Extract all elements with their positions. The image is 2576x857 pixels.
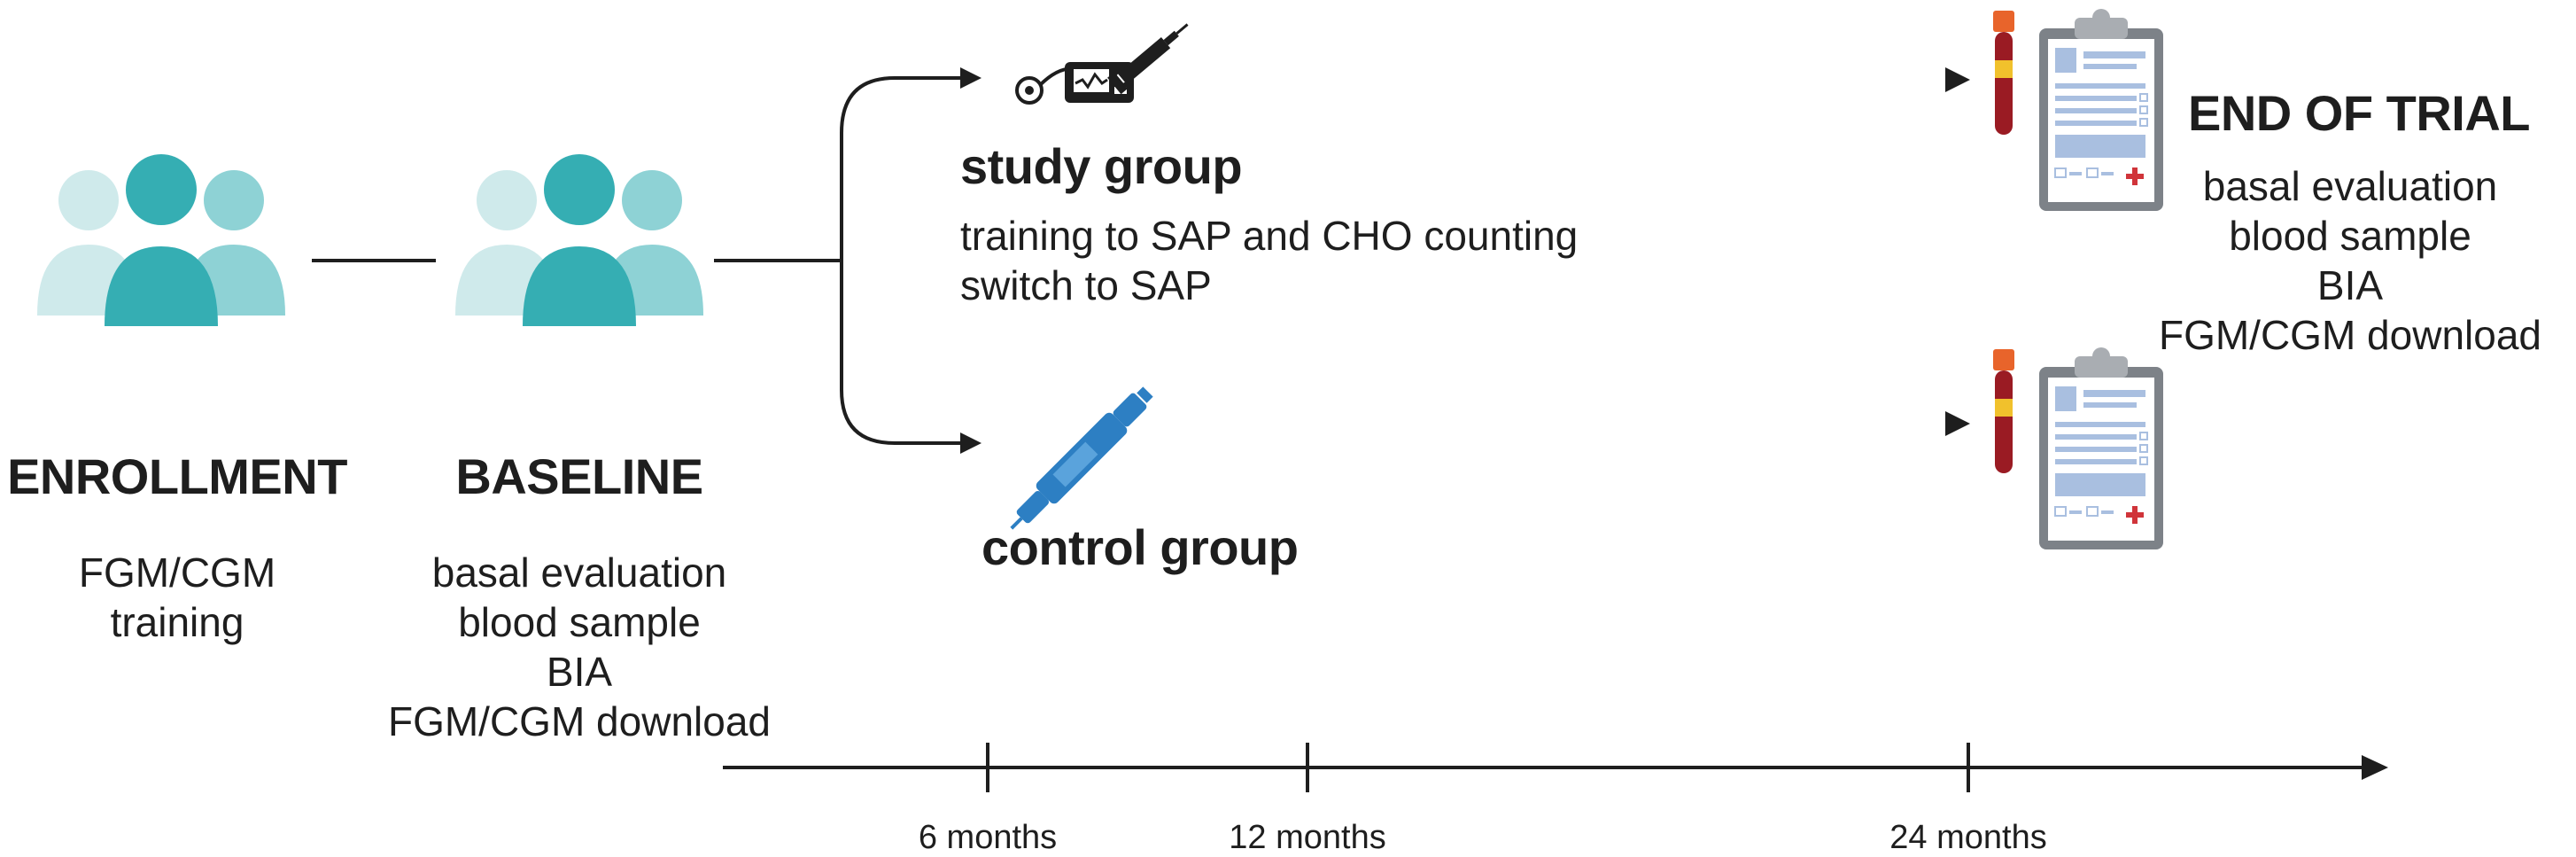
control-end-report-icon — [1992, 347, 2164, 550]
sap-pump-sensor-icon — [1015, 23, 1189, 105]
enrollment-title: ENROLLMENT — [7, 448, 347, 504]
timeline-label-6-months: 6 months — [918, 819, 1058, 856]
control-branch-arrowhead — [960, 432, 982, 454]
enrollment-people-icon — [37, 154, 285, 326]
end-of-trial-title: END OF TRIAL — [2188, 85, 2530, 141]
end-of-trial-line: BIA — [2316, 262, 2384, 308]
enrollment-line: training — [110, 599, 244, 645]
timeline-label-12-months: 12 months — [1229, 819, 1386, 856]
study-branch-arrowhead — [960, 67, 982, 89]
baseline-people-icon — [455, 154, 703, 326]
study-group-title: study group — [960, 138, 1243, 194]
study-group-line: training to SAP and CHO counting — [960, 213, 1579, 259]
timeline-label-24-months: 24 months — [1889, 819, 2047, 856]
insulin-pen-icon — [1010, 386, 1153, 530]
end-of-trial-line: basal evaluation — [2202, 163, 2498, 209]
study-to-end-arrowhead — [1945, 67, 1970, 92]
enrollment-details: FGM/CGM training — [0, 548, 354, 647]
end-of-trial-line: FGM/CGM download — [2158, 312, 2541, 358]
control-group-title: control group — [982, 519, 1299, 575]
baseline-line: FGM/CGM download — [387, 698, 771, 744]
baseline-title: BASELINE — [455, 448, 703, 504]
timeline-arrowhead — [2362, 755, 2388, 780]
end-of-trial-line: blood sample — [2229, 213, 2471, 259]
baseline-line: blood sample — [458, 599, 701, 645]
branch-connector — [714, 76, 966, 445]
study-group-details: training to SAP and CHO counting switch … — [960, 211, 1578, 310]
baseline-line: BIA — [546, 649, 613, 695]
baseline-details: basal evaluation blood sample BIA FGM/CG… — [358, 548, 801, 746]
control-to-end-arrowhead — [1945, 411, 1970, 436]
baseline-line: basal evaluation — [431, 549, 727, 596]
end-of-trial-details: basal evaluation blood sample BIA FGM/CG… — [2133, 161, 2567, 360]
study-group-line: switch to SAP — [960, 262, 1212, 308]
enrollment-line: FGM/CGM — [78, 549, 276, 596]
